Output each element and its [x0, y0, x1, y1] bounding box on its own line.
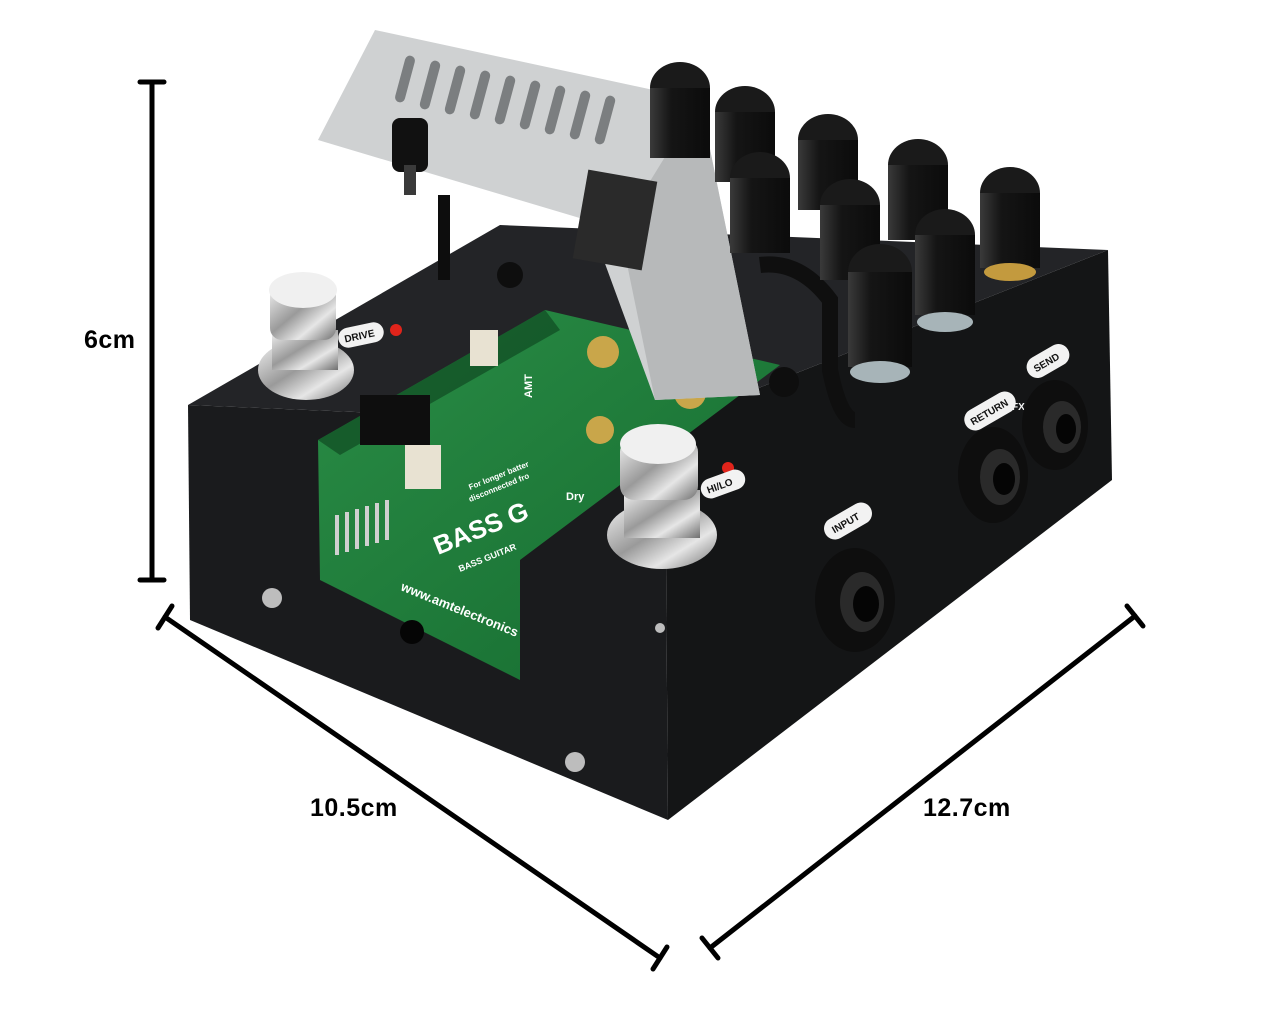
- height-dimension-label: 6cm: [84, 326, 136, 354]
- input-jack: [815, 548, 895, 652]
- control-knob: [915, 209, 975, 332]
- pcb-board: [318, 310, 780, 680]
- control-knob: [980, 167, 1040, 281]
- chassis-screw: [655, 623, 665, 633]
- battery-cover-fold: [620, 100, 760, 400]
- pcb-pot: [586, 416, 614, 444]
- width-dimension-line: [699, 603, 1146, 961]
- control-knob: [848, 244, 912, 383]
- dc-jack: [400, 620, 424, 644]
- pcb-connector: [470, 330, 498, 366]
- pcb-dry-text: Dry: [566, 491, 585, 503]
- toggle-knob: [497, 262, 523, 288]
- pcb-jack-block: [360, 395, 430, 445]
- depth-dimension-line: [155, 603, 670, 972]
- toggle-knob: [769, 367, 799, 397]
- handle-bar: [759, 256, 857, 428]
- chassis-screw: [262, 588, 282, 608]
- footswitch-drive: [258, 272, 354, 400]
- thumb-screw-head: [392, 118, 428, 172]
- cover-foam: [572, 169, 658, 271]
- pcb-header-pins: [335, 500, 389, 555]
- drive-label: DRIVE: [338, 322, 384, 348]
- knob-row-front: [730, 152, 975, 383]
- hilo-label: HI/LO: [700, 469, 746, 499]
- width-dimension-label: 12.7cm: [923, 794, 1011, 822]
- send-jack: [1022, 380, 1088, 470]
- control-knob: [650, 62, 710, 158]
- pcb-connector: [405, 445, 441, 489]
- return-jack: [958, 427, 1028, 523]
- send-label: SEND: [1026, 344, 1070, 379]
- control-knob: [730, 152, 790, 253]
- knob-row-back: [650, 62, 1040, 281]
- cover-vent-slots: [395, 55, 616, 145]
- chassis-screw: [565, 752, 585, 772]
- drive-led: [390, 324, 402, 336]
- pcb-amt-text: AMT: [523, 374, 535, 398]
- depth-dimension-label: 10.5cm: [310, 794, 398, 822]
- fx-label: FX: [1012, 402, 1025, 413]
- thumb-screw-shaft: [404, 165, 416, 195]
- height-dimension-line: [137, 79, 167, 583]
- footswitch-hilo: [607, 424, 717, 569]
- pcb-pot: [587, 336, 619, 368]
- thumb-screw-post: [438, 195, 450, 280]
